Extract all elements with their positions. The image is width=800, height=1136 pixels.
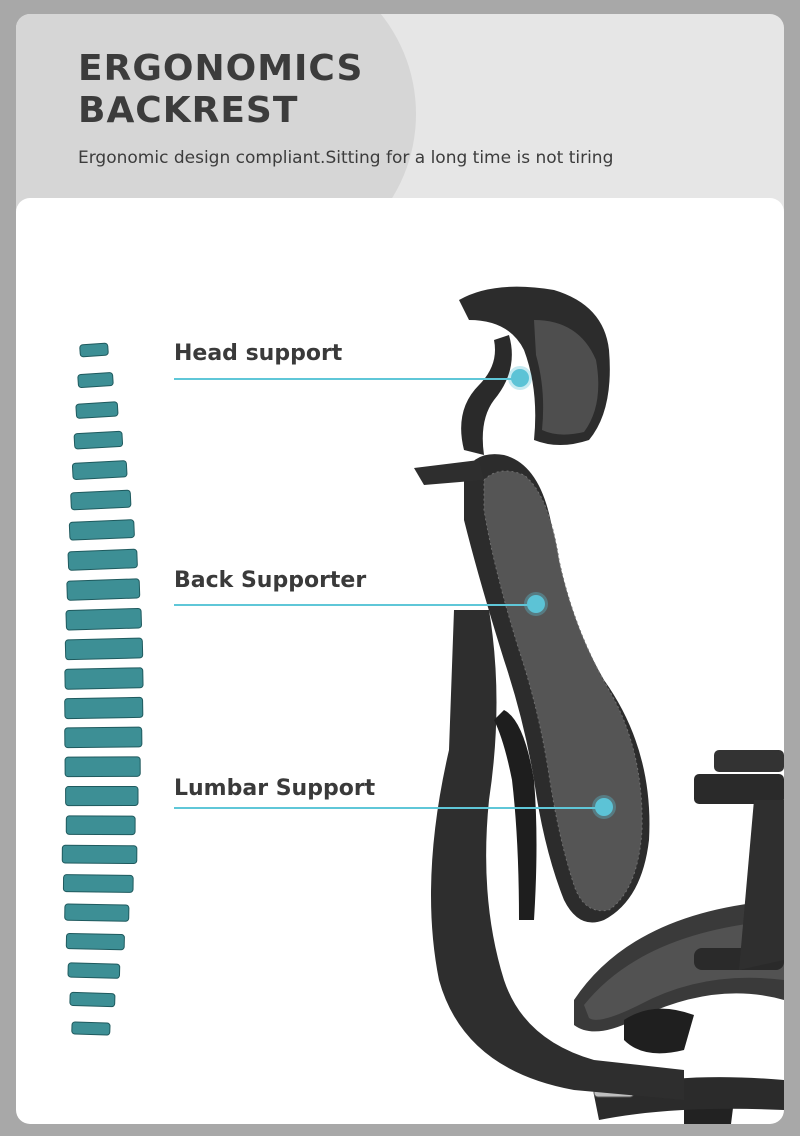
spine-vertebra	[65, 785, 139, 807]
spine-vertebra	[75, 401, 119, 419]
spine-vertebra	[64, 667, 144, 690]
spine-vertebra	[64, 696, 144, 720]
header-banner: ERGONOMICS BACKREST Ergonomic design com…	[16, 14, 784, 214]
callout-dot-lumbar-support	[595, 798, 613, 816]
spine-vertebra	[65, 815, 136, 836]
spine-vertebra	[61, 844, 138, 865]
spine-vertebra	[68, 519, 135, 541]
callout-line-lumbar-support	[174, 807, 598, 809]
header-decoration	[16, 14, 416, 214]
spine-vertebra	[79, 342, 109, 358]
page-subtitle: Ergonomic design compliant.Sitting for a…	[78, 148, 614, 168]
spine-vertebra	[65, 607, 142, 631]
spine-vertebra	[67, 962, 121, 979]
spine-vertebra	[77, 372, 114, 389]
spine-vertebra	[65, 932, 125, 951]
spine-illustration	[61, 342, 144, 1036]
callout-label-head-support: Head support	[174, 341, 343, 366]
spine-vertebra	[64, 726, 143, 749]
callout-label-lumbar-support: Lumbar Support	[174, 776, 376, 801]
spine-vertebra	[69, 991, 116, 1008]
spine-vertebra	[67, 548, 138, 571]
office-chair-image	[414, 286, 784, 1124]
page-title: ERGONOMICS BACKREST	[78, 48, 364, 131]
callout-dot-back-supporter	[527, 595, 545, 613]
callout-line-back-supporter	[174, 604, 530, 606]
spine-vertebra	[70, 489, 132, 511]
spine-vertebra	[73, 430, 124, 450]
spine-vertebra	[64, 637, 144, 661]
spine-vertebra	[64, 903, 130, 922]
content-card: Head support Back Supporter Lumbar Suppo…	[16, 198, 784, 1124]
spine-vertebra	[64, 756, 141, 778]
spine-vertebra	[62, 874, 134, 893]
spine-vertebra	[71, 1021, 111, 1036]
spine-vertebra	[66, 578, 141, 601]
callout-line-head-support	[174, 378, 514, 380]
spine-vertebra	[71, 460, 128, 480]
callout-label-back-supporter: Back Supporter	[174, 568, 367, 593]
callout-dot-head-support	[511, 369, 529, 387]
